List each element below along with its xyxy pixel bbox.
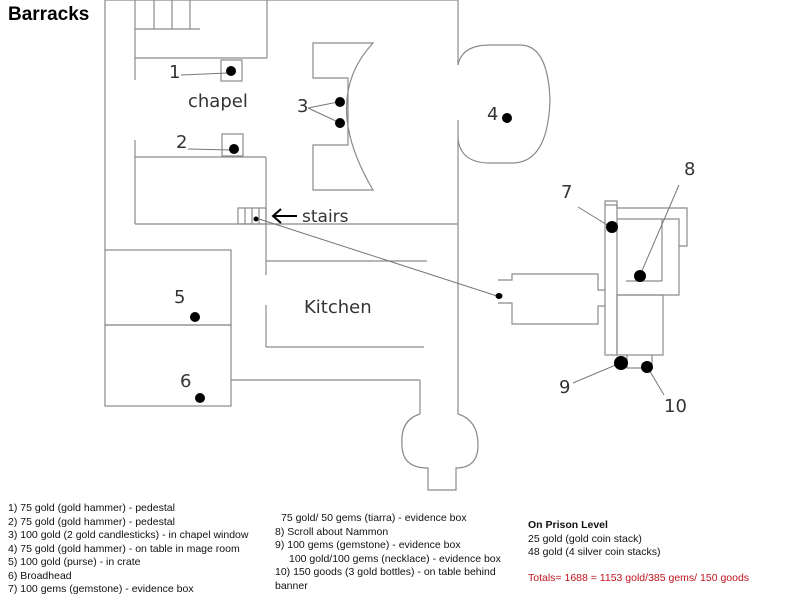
legend-item: 9) 100 gems (gemstone) - evidence box: [275, 539, 461, 551]
marker-dot-prison-entry[interactable]: [495, 293, 503, 299]
stairs-arrow-icon: [271, 208, 297, 224]
legend-item: 3) 100 gold (2 gold candlesticks) - in c…: [8, 529, 249, 541]
marker-label-7: 7: [561, 182, 572, 203]
marker-label-5: 5: [174, 287, 185, 308]
marker-label-4: 4: [487, 104, 498, 125]
label-kitchen: Kitchen: [304, 297, 372, 318]
marker-dot-1[interactable]: [226, 66, 236, 76]
legend-item: 7) 100 gems (gemstone) - evidence box: [8, 583, 194, 595]
marker-dot-3b[interactable]: [335, 118, 345, 128]
legend-item: 1) 75 gold (gold hammer) - pedestal: [8, 502, 175, 514]
legend-column-1: 1) 75 gold (gold hammer) - pedestal 2) 7…: [8, 502, 248, 597]
marker-dot-6[interactable]: [195, 393, 205, 403]
marker-label-8: 8: [684, 159, 695, 180]
legend-column-2: 75 gold/ 50 gems (tiarra) - evidence box…: [275, 512, 501, 593]
floor-plan-map: chapel Kitchen stairs 1 2 3 4 5 6 7 8 9 …: [104, 0, 695, 491]
legend-column-prison: On Prison Level 25 gold (gold coin stack…: [528, 519, 749, 585]
marker-dot-9[interactable]: [614, 356, 628, 370]
marker-dot-stairs[interactable]: [253, 216, 259, 222]
legend-item: 2) 75 gold (gold hammer) - pedestal: [8, 515, 175, 528]
marker-label-1: 1: [169, 62, 180, 83]
legend-item: 10) 150 goods (3 gold bottles) - on tabl…: [275, 566, 496, 578]
marker-label-9: 9: [559, 377, 570, 398]
legend-item: 75 gold/ 50 gems (tiarra) - evidence box: [281, 512, 467, 524]
marker-dot-10[interactable]: [641, 361, 653, 373]
prison-level-walls: [498, 200, 688, 369]
label-stairs: stairs: [302, 207, 349, 227]
legend-item: 48 gold (4 silver coin stacks): [528, 546, 661, 558]
legend-item: 100 gold/100 gems (necklace) - evidence …: [289, 552, 501, 565]
marker-dot-2[interactable]: [229, 144, 239, 154]
leader-lines: [180, 72, 680, 396]
prison-level-heading: On Prison Level: [528, 519, 608, 531]
marker-label-2: 2: [176, 132, 187, 153]
map-title: Barracks: [8, 4, 90, 25]
legend-item: 6) Broadhead: [8, 569, 72, 582]
legend-item: 25 gold (gold coin stack): [528, 532, 642, 545]
legend-item: 5) 100 gold (purse) - in crate: [8, 556, 141, 568]
marker-dot-5[interactable]: [190, 312, 200, 322]
marker-dot-8[interactable]: [634, 270, 646, 282]
totals-summary: Totals= 1688 = 1153 gold/385 gems/ 150 g…: [528, 571, 750, 584]
marker-dot-4[interactable]: [502, 113, 512, 123]
marker-label-3: 3: [297, 96, 308, 117]
marker-label-6: 6: [180, 371, 191, 392]
building-walls: [104, 0, 551, 491]
legend-item: 8) Scroll about Nammon: [275, 525, 389, 538]
marker-dot-3a[interactable]: [335, 97, 345, 107]
marker-label-10: 10: [664, 396, 687, 417]
item-markers: [190, 66, 653, 403]
legend-item: banner: [275, 579, 308, 592]
legend-item: 4) 75 gold (gold hammer) - on table in m…: [8, 542, 240, 555]
marker-dot-7[interactable]: [606, 221, 618, 233]
label-chapel: chapel: [188, 91, 248, 112]
